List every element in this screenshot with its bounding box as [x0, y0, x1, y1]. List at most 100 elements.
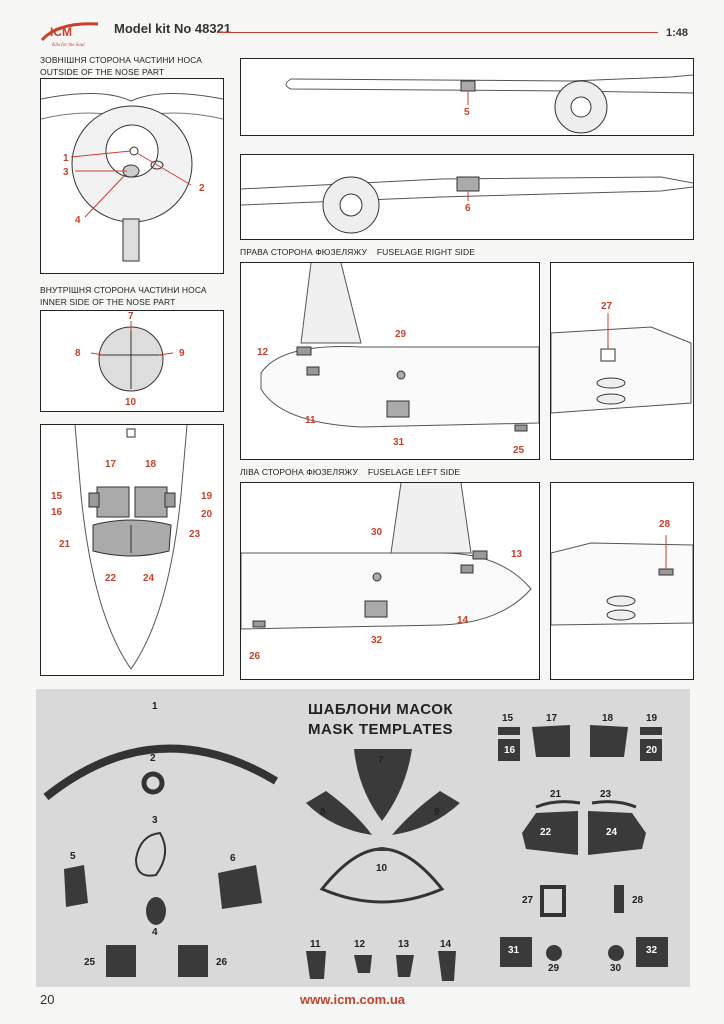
callout-19: 19	[201, 491, 213, 502]
mask-27-label: 27	[522, 895, 534, 906]
scale-label: 1:48	[666, 27, 689, 39]
nose-front-drawing	[41, 93, 223, 262]
callout-25: 25	[513, 445, 525, 456]
mask-1-label: 1	[152, 701, 158, 712]
left-wing-view: 6	[240, 154, 694, 240]
callout-1: 1	[63, 153, 69, 164]
fuselage-right-drawing	[260, 263, 539, 432]
callout-26: 26	[249, 651, 261, 662]
mask-31-label: 31	[508, 945, 520, 956]
mask-11-label: 11	[310, 939, 321, 950]
callout-22: 22	[105, 573, 117, 584]
mask-20-label: 20	[646, 745, 658, 756]
kit-number: Model kit No 48321	[114, 21, 232, 36]
mask-13-label: 13	[398, 939, 410, 950]
mask-templates-title-en: MASK TEMPLATES	[308, 721, 454, 738]
callout-10: 10	[125, 397, 137, 408]
header-rule	[218, 32, 658, 33]
callout-32: 32	[371, 635, 383, 646]
callout-17: 17	[105, 459, 117, 470]
mask-5-label: 5	[70, 851, 76, 862]
svg-text:Kits for the Soul: Kits for the Soul	[51, 43, 85, 48]
nose-outside-label-ua: ЗОВНІШНЯ СТОРОНА ЧАСТИНИ НОСА	[40, 55, 202, 65]
fuselage-left-drawing	[241, 483, 532, 630]
mask-2-label: 2	[150, 753, 156, 764]
callout-4: 4	[75, 215, 81, 226]
fuselage-left-detail-drawing	[551, 535, 693, 626]
mask-26-label: 26	[216, 957, 228, 968]
mask-templates-drawing	[43, 725, 668, 981]
callout-15: 15	[51, 491, 63, 502]
nose-outside-label-en: OUTSIDE OF THE NOSE PART	[40, 67, 165, 77]
callout-6: 6	[465, 203, 471, 214]
mask-17-label: 17	[546, 713, 558, 724]
callout-21: 21	[59, 539, 71, 550]
fuselage-right-detail: 27	[550, 262, 694, 460]
mask-32-label: 32	[646, 945, 658, 956]
mask-28-label: 28	[632, 895, 644, 906]
callout-23: 23	[189, 529, 201, 540]
mask-8-label: 8	[320, 807, 326, 818]
fuselage-left-view: 13 14 30 32 26	[240, 482, 540, 680]
mask-19-label: 19	[646, 713, 658, 724]
callout-31: 31	[393, 437, 405, 448]
callout-8: 8	[75, 348, 81, 359]
callout-9: 9	[179, 348, 185, 359]
mask-21-label: 21	[550, 789, 562, 800]
callout-7: 7	[128, 311, 134, 322]
fuselage-left-detail: 28	[550, 482, 694, 680]
nose-inner-drawing	[90, 321, 174, 392]
cockpit-top-view: 17 18 15 16 19 20 21 23 22 24	[40, 424, 224, 676]
right-wing-drawing	[285, 74, 693, 134]
mask-7-label: 7	[378, 755, 384, 766]
callout-30: 30	[371, 527, 383, 538]
callout-14: 14	[457, 615, 469, 626]
mask-6-label: 6	[230, 853, 236, 864]
callout-11: 11	[305, 415, 316, 426]
mask-templates-title-ua: ШАБЛОНИ МАСОК	[308, 701, 454, 718]
mask-30-label: 30	[610, 963, 622, 974]
page-number: 20	[40, 992, 55, 1007]
mask-18-label: 18	[602, 713, 614, 724]
mask-16-label: 16	[504, 745, 516, 756]
nose-inner-view: 7 8 9 10	[40, 310, 224, 412]
callout-29: 29	[395, 329, 407, 340]
callout-18: 18	[145, 459, 157, 470]
mask-23-label: 23	[600, 789, 612, 800]
mask-templates-panel: ШАБЛОНИ МАСОК MASK TEMPLATES 1 2 3 4 5 6…	[36, 689, 690, 987]
callout-13: 13	[511, 549, 523, 560]
callout-2: 2	[199, 183, 205, 194]
mask-15-label: 15	[502, 713, 514, 724]
callout-12: 12	[257, 347, 269, 358]
mask-25-label: 25	[84, 957, 96, 968]
callout-5: 5	[464, 107, 470, 118]
callout-28: 28	[659, 519, 671, 530]
mask-12-label: 12	[354, 939, 366, 950]
callout-27: 27	[601, 301, 613, 312]
nose-inner-label-en: INNER SIDE OF THE NOSE PART	[40, 297, 176, 307]
mask-22-label: 22	[540, 827, 552, 838]
mask-10-label: 10	[376, 863, 388, 874]
fuselage-right-view: 12 11 29 31 25	[240, 262, 540, 460]
mask-4-label: 4	[152, 927, 158, 938]
mask-14-label: 14	[440, 939, 452, 950]
callout-16: 16	[51, 507, 63, 518]
callout-20: 20	[201, 509, 213, 520]
fuselage-right-label: ПРАВА СТОРОНА ФЮЗЕЛЯЖУ FUSELAGE RIGHT SI…	[240, 247, 475, 257]
svg-text:ICM: ICM	[50, 25, 72, 39]
icm-logo: ICM Kits for the Soul	[40, 22, 99, 48]
nose-inner-label-ua: ВНУТРІШНЯ СТОРОНА ЧАСТИНИ НОСА	[40, 285, 207, 295]
mask-9-label: 9	[434, 807, 440, 818]
left-wing-drawing	[241, 176, 693, 234]
mask-29-label: 29	[548, 963, 560, 974]
callout-3: 3	[63, 167, 69, 178]
mask-3-label: 3	[152, 815, 158, 826]
callout-24: 24	[143, 573, 155, 584]
cockpit-top-drawing	[74, 425, 188, 670]
fuselage-right-detail-drawing	[551, 313, 692, 414]
fuselage-left-label: ЛІВА СТОРОНА ФЮЗЕЛЯЖУ FUSELAGE LEFT SIDE	[240, 467, 461, 477]
nose-front-view: 1 3 4 2	[40, 78, 224, 274]
footer-url[interactable]: www.icm.com.ua	[300, 992, 405, 1007]
right-wing-view: 5	[240, 58, 694, 136]
mask-24-label: 24	[606, 827, 618, 838]
